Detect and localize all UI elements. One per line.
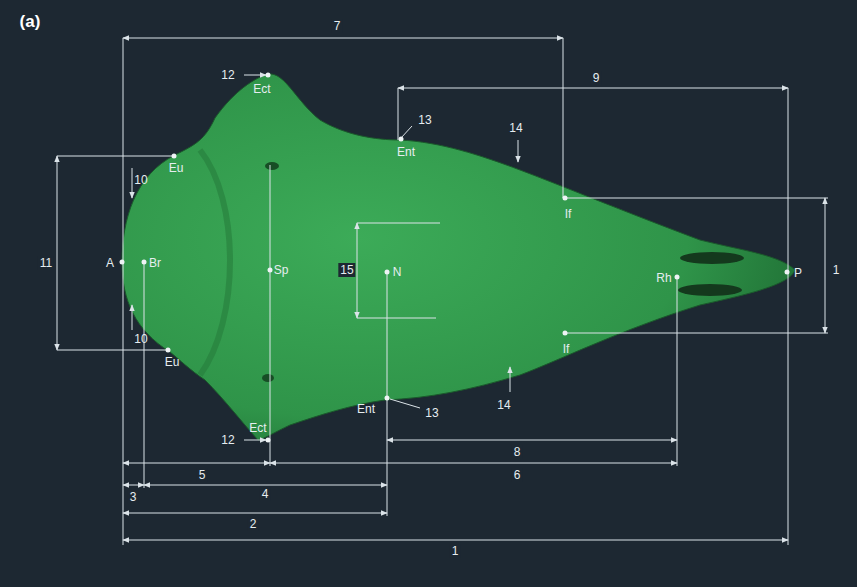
callout-number: 3 — [128, 490, 139, 504]
callout-number: 1 — [450, 544, 461, 558]
callout-number: 12 — [219, 68, 236, 82]
callout-number: 10 — [132, 173, 149, 187]
landmark-label: If — [563, 207, 574, 221]
callout-number: 5 — [197, 468, 208, 482]
callout-number: 6 — [512, 468, 523, 482]
callout-number: 1 — [831, 263, 842, 277]
landmark-label: Eu — [163, 355, 182, 369]
landmark-label: Eu — [167, 161, 186, 175]
panel-label: (a) — [18, 12, 43, 32]
landmark-label: N — [391, 265, 404, 279]
callout-number: 4 — [260, 487, 271, 501]
landmark-label: Br — [147, 256, 163, 270]
callout-number: 7 — [332, 19, 343, 33]
landmark-label: Ect — [247, 421, 268, 435]
landmark-label: If — [561, 342, 572, 356]
callout-number: 14 — [495, 398, 512, 412]
callout-number: 2 — [248, 517, 259, 531]
callout-number: 13 — [423, 406, 440, 420]
landmark-label: Ect — [251, 82, 272, 96]
callout-number: 10 — [132, 332, 149, 346]
callout-number: 13 — [416, 113, 433, 127]
callout-number: 11 — [38, 256, 54, 270]
callout-number: 14 — [507, 121, 524, 135]
callout-number: 12 — [219, 433, 236, 447]
landmark-label: Rh — [654, 271, 673, 285]
landmark-label: A — [104, 256, 116, 270]
landmark-label: Sp — [272, 263, 291, 277]
callout-number: 15 — [338, 263, 355, 277]
landmark-label: P — [792, 266, 804, 280]
callout-number: 9 — [591, 71, 602, 85]
landmark-label: Ent — [355, 402, 377, 416]
landmark-label: Ent — [395, 145, 417, 159]
callout-number: 8 — [512, 445, 523, 459]
